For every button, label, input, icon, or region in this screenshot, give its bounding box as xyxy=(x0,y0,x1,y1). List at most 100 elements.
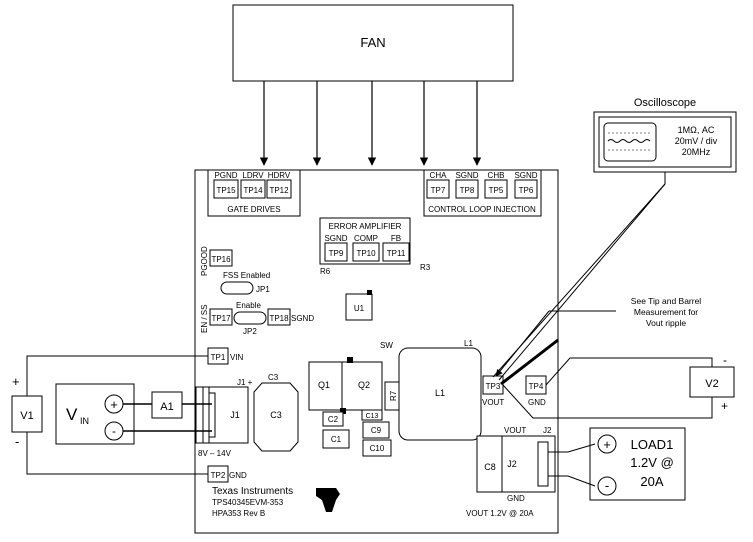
evm-board-outline xyxy=(194,169,559,534)
tp1-vin-label: VIN xyxy=(230,353,244,362)
c3-capacitor xyxy=(253,382,299,452)
ripple-note-line3: Vout ripple xyxy=(646,318,686,328)
c9-capacitor xyxy=(362,421,390,439)
input-range-label: 8V – 14V xyxy=(198,449,232,458)
oscilloscope-title: Oscilloscope xyxy=(634,97,696,109)
company-label: Texas Instruments xyxy=(212,486,293,497)
error-amplifier-group: ERROR AMPLIFIER SGND TP9 COMP TP10 FB TP… xyxy=(319,217,411,265)
scope-setting-bandwidth: 20MHz xyxy=(682,147,711,157)
c1-label: C1 xyxy=(331,435,342,444)
tp12-label: TP12 xyxy=(269,186,289,195)
tp2-gnd-label: GND xyxy=(229,471,247,480)
airflow-arrows xyxy=(259,81,482,166)
c10-capacitor xyxy=(362,439,392,457)
tp7-signal: CHA xyxy=(430,171,448,180)
tp9-signal: SGND xyxy=(324,234,347,243)
tp9-label: TP9 xyxy=(329,249,344,258)
l1-label: L1 xyxy=(435,388,445,398)
v2-minus: - xyxy=(723,353,727,367)
v1-wire-positive xyxy=(26,355,208,396)
tp6-signal: SGND xyxy=(514,171,537,180)
c1-capacitor xyxy=(322,429,350,449)
tp11-signal: FB xyxy=(391,234,401,243)
load1-voltage: 1.2V @ xyxy=(630,455,674,470)
j2-label: J2 xyxy=(507,459,517,469)
q2-label: Q2 xyxy=(358,380,370,390)
probe-wire-tip xyxy=(498,183,666,381)
scope-probe-tip xyxy=(500,338,559,386)
tp12-signal: HDRV xyxy=(268,171,291,180)
en-ss-label: EN / SS xyxy=(200,305,209,333)
u1-pin1-marker xyxy=(367,290,372,295)
tp18-box xyxy=(267,308,291,326)
c2-label: C2 xyxy=(328,415,339,424)
j2-top-label: J2 xyxy=(543,426,552,435)
q1-pin-marker xyxy=(340,408,346,414)
j1-connector-edge xyxy=(202,386,210,444)
j1-plus-label: J1 + xyxy=(237,378,253,387)
load1-name: LOAD1 xyxy=(631,437,674,452)
ripple-note-line2: Measurement for xyxy=(634,307,698,317)
tp5-label: TP5 xyxy=(489,186,504,195)
sw-label: SW xyxy=(380,341,393,350)
tp16-label: TP16 xyxy=(211,255,231,264)
ti-logo-icon xyxy=(316,488,340,512)
c8-label: C8 xyxy=(484,462,496,472)
load-wire-negative xyxy=(548,475,596,487)
q1-label: Q1 xyxy=(318,380,330,390)
v1-wire-negative xyxy=(26,432,208,475)
c13-label: C13 xyxy=(366,413,379,420)
v1-label: V1 xyxy=(20,410,33,422)
part-number-label: TPS40345EVM-353 xyxy=(212,498,284,507)
u1-label: U1 xyxy=(354,304,365,313)
pgood-label: PGOOD xyxy=(200,246,209,276)
gate-drives-title: GATE DRIVES xyxy=(227,205,280,214)
c13-capacitor xyxy=(361,409,383,421)
c10-label: C10 xyxy=(370,444,385,453)
ripple-note-line1: See Tip and Barrel xyxy=(631,296,702,306)
j2-gnd-label: GND xyxy=(507,494,525,503)
control-loop-title: CONTROL LOOP INJECTION xyxy=(428,205,536,214)
v2-plus: + xyxy=(721,399,728,413)
j2-connector-inner xyxy=(537,441,549,487)
fan-label: FAN xyxy=(360,35,385,50)
r7-label: R7 xyxy=(389,390,398,401)
load1-current: 20A xyxy=(640,474,663,489)
u1-chip xyxy=(345,293,373,321)
v1-minus: - xyxy=(15,434,19,449)
tp14-signal: LDRV xyxy=(242,171,264,180)
l1-inductor xyxy=(398,347,482,441)
supply-plus-sign: + xyxy=(110,397,118,412)
load-minus-sign: - xyxy=(605,478,609,493)
tp4-label: TP4 xyxy=(529,382,544,391)
c3-top-label: C3 xyxy=(268,373,279,382)
scope-setting-scale: 20mV / div xyxy=(675,136,718,146)
tp15-signal: PGND xyxy=(214,171,237,180)
tp6-label: TP6 xyxy=(519,186,534,195)
v2-label: V2 xyxy=(705,378,718,390)
c3-label: C3 xyxy=(270,410,282,420)
tp17-box xyxy=(209,308,233,326)
tp3-label: TP3 xyxy=(486,382,501,391)
tp8-signal: SGND xyxy=(455,171,478,180)
l1-top-label: L1 xyxy=(464,339,473,348)
v1-meter xyxy=(11,395,43,433)
jp1-jumper xyxy=(220,281,254,295)
tp5-signal: CHB xyxy=(488,171,505,180)
revision-label: HPA353 Rev B xyxy=(212,509,265,518)
vin-subscript: IN xyxy=(80,416,89,426)
tp10-label: TP10 xyxy=(356,249,376,258)
tp7-label: TP7 xyxy=(431,186,446,195)
vin-symbol: V xyxy=(66,405,78,424)
gate-drives-group: GATE DRIVES PGND TP15 LDRV TP14 HDRV TP1… xyxy=(207,169,301,217)
v2-wire-positive xyxy=(502,384,713,419)
tp2-label: TP2 xyxy=(211,471,226,480)
tp8-label: TP8 xyxy=(460,186,475,195)
tp3-vout-label: VOUT xyxy=(482,398,504,407)
q2-pin-marker xyxy=(347,357,353,363)
jp1-label: JP1 xyxy=(256,285,270,294)
c9-label: C9 xyxy=(371,426,382,435)
control-loop-group: CONTROL LOOP INJECTION CHA TP7 SGND TP8 … xyxy=(423,169,542,217)
tp4-gnd-label: GND xyxy=(528,398,546,407)
